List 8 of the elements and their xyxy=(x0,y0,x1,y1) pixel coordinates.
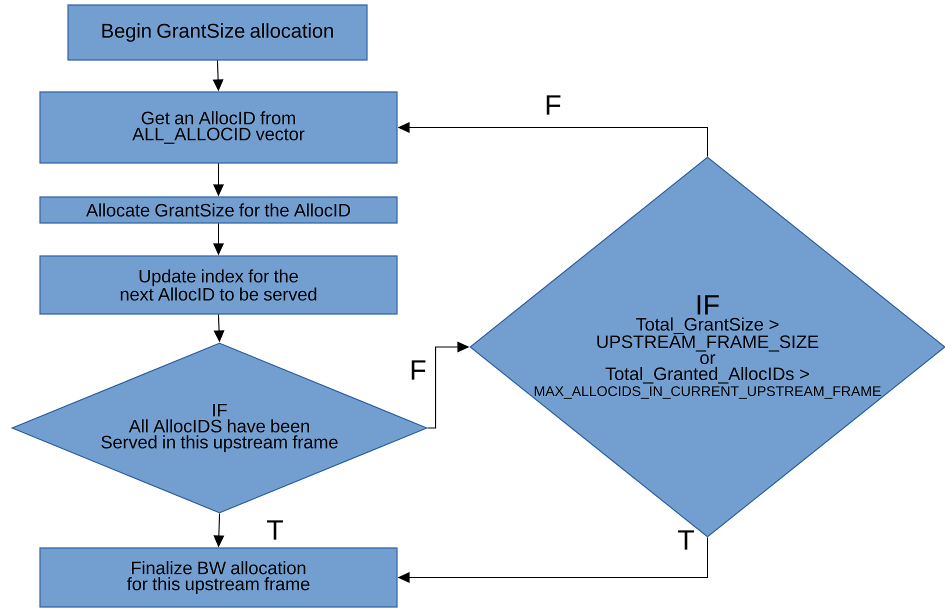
process-box: Begin GrantSize allocation xyxy=(67,4,368,61)
process-box: Update index for the next AllocID to be served xyxy=(39,255,398,315)
edge-label: T xyxy=(265,519,285,541)
edge-label: F xyxy=(408,359,428,381)
process-box: Allocate GrantSize for the AllocID xyxy=(39,196,398,224)
process-box: Finalize BW allocation for this upstream frame xyxy=(39,547,398,608)
edge-label: F xyxy=(543,94,563,116)
process-box: Get an AllocID from ALL_ALLOCID vector xyxy=(39,91,398,164)
